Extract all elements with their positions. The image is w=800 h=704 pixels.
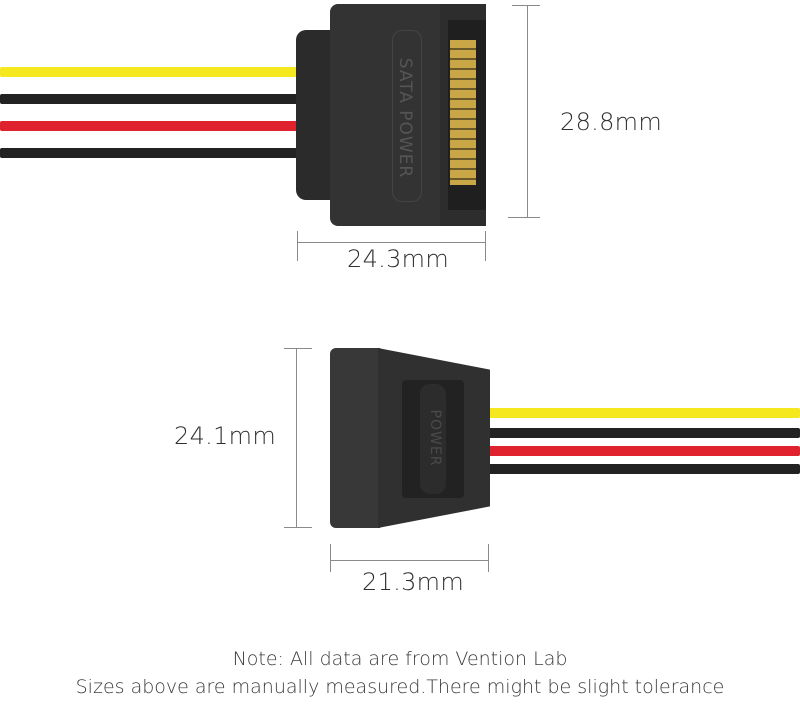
- dimension-line-height: [527, 5, 528, 217]
- note-line-1: Note: All data are from Vention Lab: [232, 648, 568, 670]
- connector-body: [330, 4, 450, 226]
- dimension-line-height: [296, 348, 297, 527]
- wire-black: [0, 94, 300, 104]
- dimension-line-width: [330, 560, 488, 561]
- connector-body: [330, 348, 380, 528]
- connector-text: SATA POWER: [395, 57, 415, 179]
- dimension-width-label: 24.3mm: [347, 245, 449, 273]
- dimension-height-label: 28.8mm: [560, 108, 662, 136]
- note-line-2: Sizes above are manually measured.There …: [75, 676, 725, 698]
- gold-pins: [450, 40, 476, 185]
- wire-black: [488, 428, 800, 438]
- connector-label: [392, 30, 422, 202]
- wire-black: [488, 464, 800, 474]
- dimension-width-label: 21.3mm: [362, 568, 464, 596]
- wire-red: [488, 446, 800, 456]
- dimension-height-label: 24.1mm: [174, 422, 276, 450]
- wire-yellow: [0, 67, 300, 77]
- dimension-line-width: [297, 242, 485, 243]
- wire-yellow: [488, 408, 800, 418]
- connector-strain-relief: [296, 30, 336, 200]
- connector-text: POWER: [427, 409, 443, 467]
- wire-black: [0, 148, 300, 158]
- wire-red: [0, 121, 300, 131]
